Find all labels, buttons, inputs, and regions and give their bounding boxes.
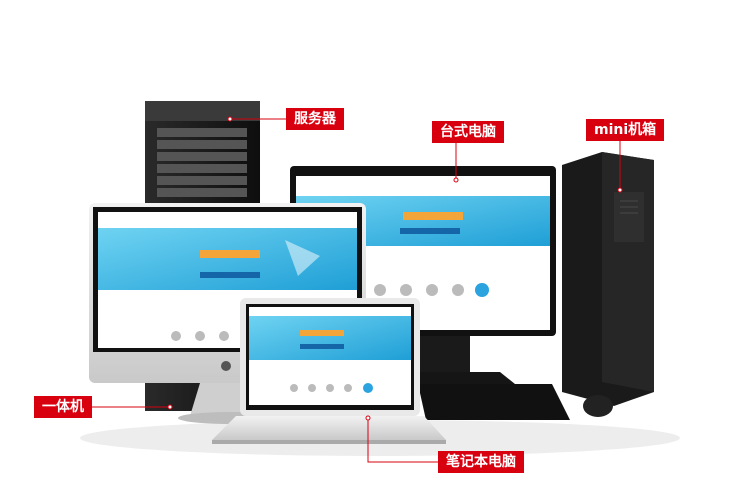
label-desktop: 台式电脑	[432, 121, 504, 143]
mini-tower	[562, 152, 654, 406]
laptop	[212, 298, 446, 444]
label-laptop: 笔记本电脑	[438, 451, 524, 473]
keyboard	[418, 384, 570, 420]
label-mini-case: mini机箱	[586, 119, 665, 141]
label-server: 服务器	[286, 108, 344, 130]
label-all-in-one: 一体机	[34, 396, 92, 418]
callout-lines	[92, 116, 623, 463]
mouse	[583, 395, 613, 417]
